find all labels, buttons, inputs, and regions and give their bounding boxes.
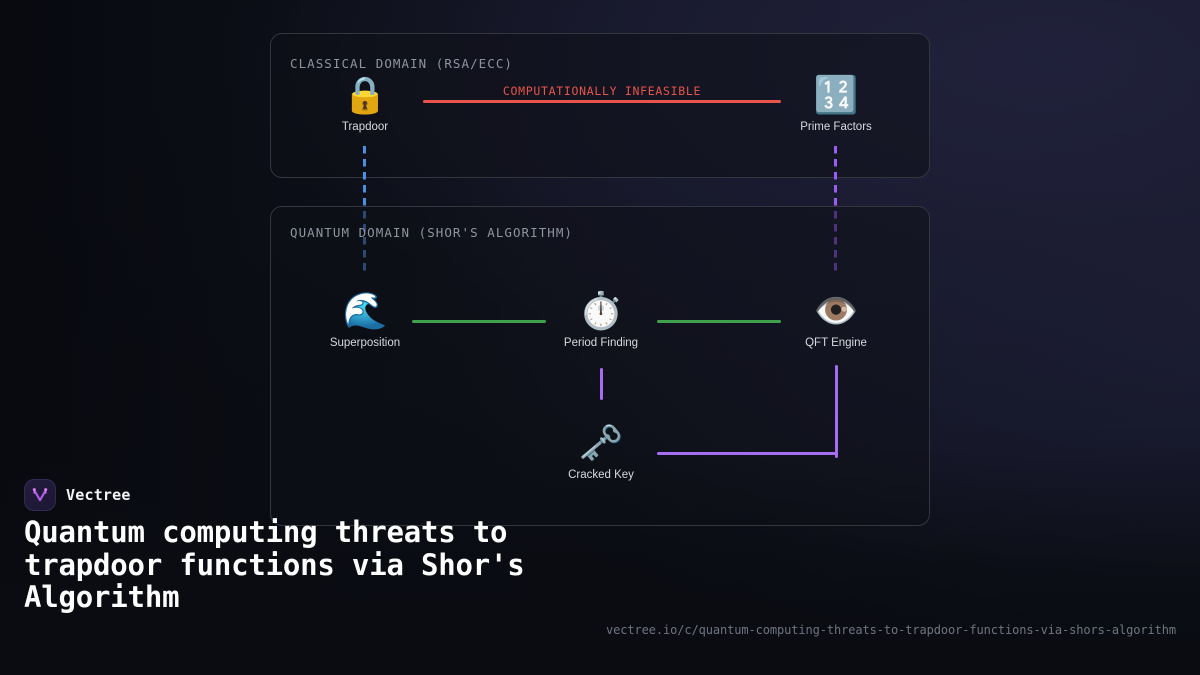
eye-in-speech-bubble-icon: 👁️ (813, 291, 859, 332)
edge-to-cracked-key-horizontal (657, 452, 838, 455)
edge-trapdoor-to-prime-factors (423, 100, 781, 103)
panel-classical-title: CLASSICAL DOMAIN (RSA/ECC) (290, 56, 513, 71)
node-prime-factors[interactable]: 🔢 Prime Factors (781, 74, 891, 133)
panel-quantum-title: QUANTUM DOMAIN (SHOR'S ALGORITHM) (290, 225, 573, 240)
node-label-superposition: Superposition (329, 337, 401, 349)
vectree-logo-icon (24, 479, 56, 511)
node-cracked-key[interactable]: 🗝️ Cracked Key (546, 422, 656, 481)
key-icon: 🗝️ (578, 423, 624, 464)
node-period-finding[interactable]: ⏱️ Period Finding (546, 290, 656, 349)
panel-classical-domain: CLASSICAL DOMAIN (RSA/ECC) COMPUTATIONAL… (270, 33, 930, 178)
node-trapdoor[interactable]: 🔒 Trapdoor (310, 74, 420, 133)
edge-period-finding-to-qft-engine (657, 320, 781, 323)
brand: Vectree (24, 479, 131, 511)
edge-label-computationally-infeasible: COMPUTATIONALLY INFEASIBLE (502, 84, 702, 98)
page-title: Quantum computing threats to trapdoor fu… (24, 515, 525, 614)
node-label-period-finding: Period Finding (563, 337, 639, 349)
node-label-trapdoor: Trapdoor (341, 121, 389, 133)
panel-quantum-domain: QUANTUM DOMAIN (SHOR'S ALGORITHM) 🌊 Supe… (270, 206, 930, 526)
edge-superposition-to-period-finding (412, 320, 546, 323)
water-wave-icon: 🌊 (342, 291, 388, 332)
node-label-cracked-key: Cracked Key (568, 469, 634, 481)
edge-period-finding-stub (600, 368, 603, 400)
node-label-qft-engine: QFT Engine (805, 337, 867, 349)
node-superposition[interactable]: 🌊 Superposition (310, 290, 420, 349)
node-qft-engine[interactable]: 👁️ QFT Engine (781, 290, 891, 349)
stopwatch-icon: ⏱️ (578, 291, 624, 332)
footer-url: vectree.io/c/quantum-computing-threats-t… (606, 623, 1176, 637)
brand-name: Vectree (66, 486, 131, 504)
input-numbers-icon: 🔢 (813, 75, 859, 116)
node-label-prime-factors: Prime Factors (800, 121, 872, 133)
lock-icon: 🔒 (342, 75, 388, 116)
edge-qft-engine-vertical-drop (835, 365, 838, 458)
